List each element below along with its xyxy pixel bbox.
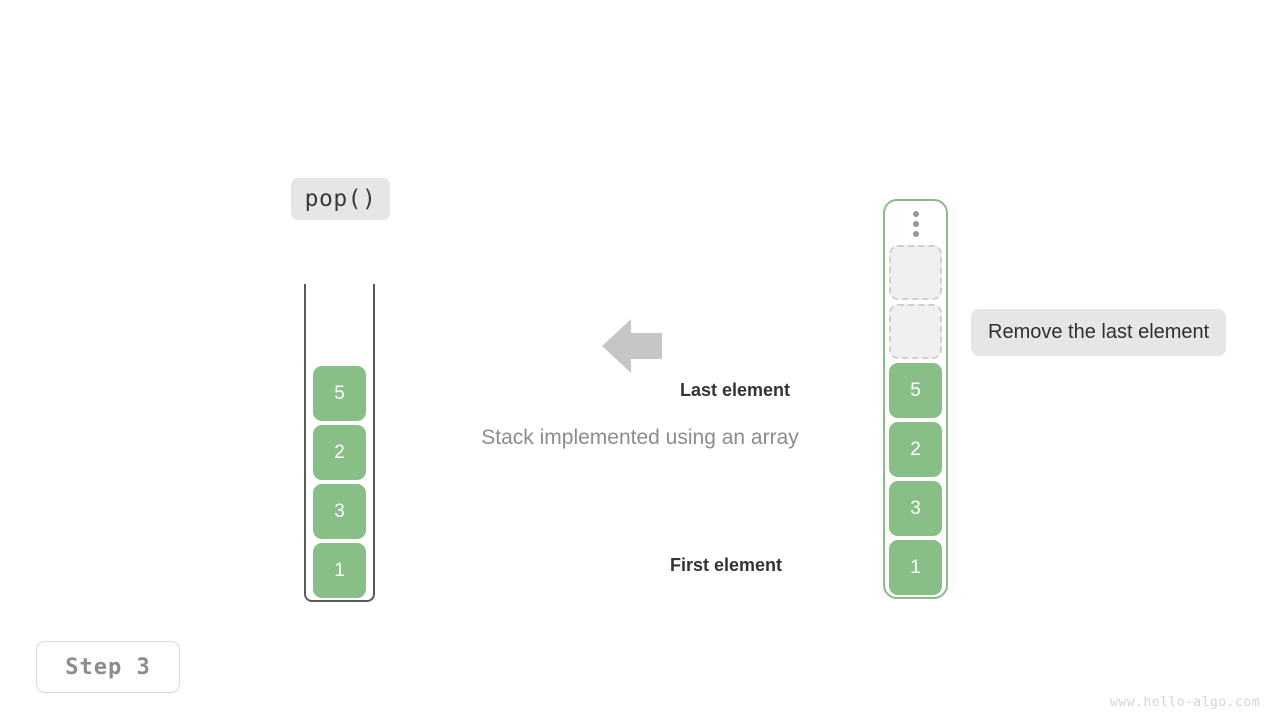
array-slot-filled: 3 <box>889 481 942 536</box>
note-label: Remove the last element <box>988 321 1210 343</box>
array-slot-filled: 2 <box>889 422 942 477</box>
stack-element: 1 <box>313 543 366 598</box>
ellipsis-dot <box>912 221 919 227</box>
array-slot-empty <box>889 245 942 300</box>
ellipsis-dot <box>912 231 919 237</box>
array-slot-list: 5 2 3 1 <box>883 245 948 595</box>
stack-caption: Stack implemented using an array <box>481 426 799 449</box>
note-chip: Remove the last element <box>971 309 1227 356</box>
operation-chip: pop() <box>291 178 390 220</box>
stack-element: 3 <box>313 484 366 539</box>
last-element-label: Last element <box>679 380 790 400</box>
stack-container: 5 2 3 1 <box>304 284 375 602</box>
ellipsis-dot <box>912 211 919 217</box>
step-badge: Step 3 <box>36 641 180 693</box>
array-container: 5 2 3 1 <box>883 199 948 599</box>
stack-vessel-outline <box>304 284 375 602</box>
arrow-left-icon <box>602 319 662 373</box>
stack-element: 2 <box>313 425 366 480</box>
operation-label: pop() <box>304 186 377 212</box>
watermark: www.hello-algo.com <box>1110 695 1260 710</box>
array-slot-filled: 5 <box>889 363 942 418</box>
array-slot-empty <box>889 304 942 359</box>
stack-element: 5 <box>313 366 366 421</box>
stack-element-list: 5 2 3 1 <box>304 366 375 598</box>
first-element-label: First element <box>669 555 782 575</box>
array-slot-filled: 1 <box>889 540 942 595</box>
vertical-ellipsis-icon <box>883 211 948 237</box>
step-label: Step 3 <box>65 654 151 680</box>
